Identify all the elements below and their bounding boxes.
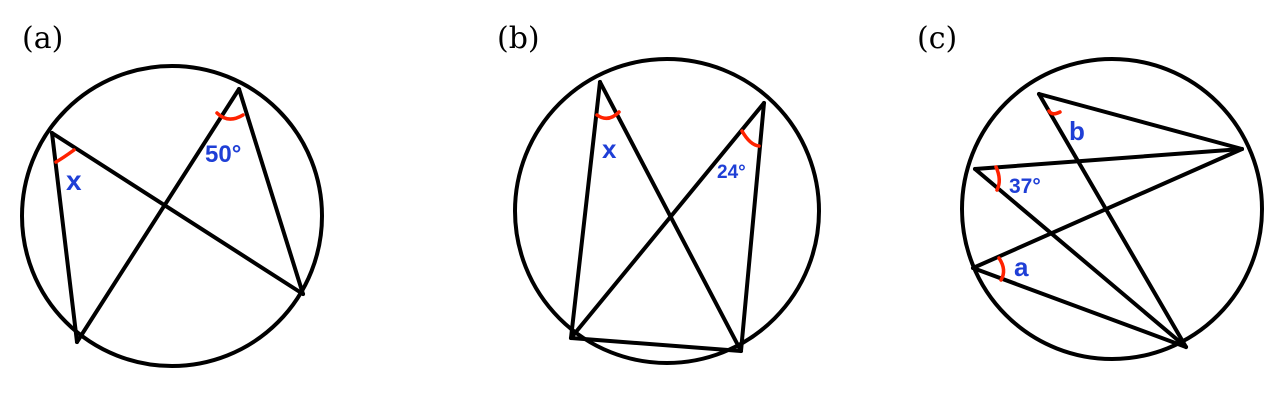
panel-b-angle-arc-x (595, 110, 621, 121)
panel-c-chord-4 (973, 167, 1188, 349)
panel-c-angle-arc-a (997, 256, 1006, 282)
panel-b: (b) x 24° (497, 21, 821, 365)
panel-c-angle-label-37: 37° (1009, 175, 1041, 198)
panel-b-chord-4 (739, 101, 766, 353)
panel-c: (c) b 37° a (917, 21, 1264, 361)
panel-c-angle-label-b: b (1069, 116, 1085, 146)
panel-b-angle-arc-24 (740, 129, 761, 148)
panel-c-chord-5 (971, 147, 1244, 270)
panel-c-circle (960, 57, 1264, 361)
panel-a-angle-arc-50 (215, 111, 245, 121)
panel-b-chord-5 (569, 336, 743, 353)
panel-a-circle (20, 64, 324, 368)
panel-c-chord-2 (1037, 92, 1188, 349)
panel-a-chord-2 (50, 131, 305, 296)
panel-c-angle-label-a: a (1014, 252, 1029, 282)
panel-c-chord-3 (973, 147, 1244, 171)
panel-b-label: (b) (497, 21, 540, 56)
panel-b-angle-label-x: x (602, 134, 617, 164)
panel-c-chord-6 (971, 266, 1188, 349)
panel-a-angle-arc-x (54, 148, 76, 164)
panel-b-angle-label-24: 24° (717, 162, 746, 183)
panel-a: (a) x 50° (20, 21, 324, 368)
panel-c-angle-arc-37 (994, 165, 1001, 192)
panel-a-chord-3 (75, 87, 241, 344)
panel-c-chord-1 (1037, 92, 1244, 151)
panel-a-chord-4 (237, 87, 305, 296)
panel-b-circle (513, 57, 821, 365)
panel-c-label: (c) (917, 21, 957, 56)
panel-c-angle-arc-b (1047, 109, 1062, 116)
panel-b-chord-1 (569, 80, 602, 340)
panel-a-angle-label-50: 50° (205, 141, 241, 168)
panel-b-chord-3 (569, 101, 766, 340)
panel-a-label: (a) (22, 21, 63, 56)
panel-a-chord-1 (50, 131, 79, 344)
panel-a-angle-label-x: x (66, 165, 82, 196)
